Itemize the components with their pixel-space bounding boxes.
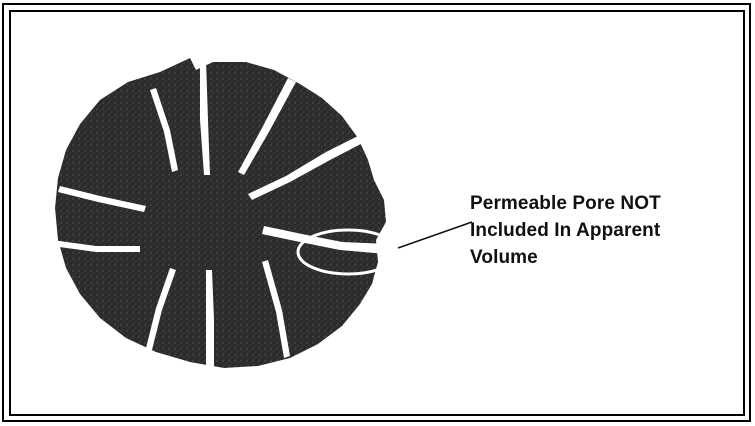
callout-line-2: Included In Apparent: [470, 217, 661, 244]
callout-line-3: Volume: [470, 244, 661, 271]
porous-particle: [55, 58, 386, 368]
callout-leader-line: [398, 222, 472, 248]
pore-callout-label: Permeable Pore NOT Included In Apparent …: [470, 190, 661, 271]
callout-line-1: Permeable Pore NOT: [470, 190, 661, 217]
